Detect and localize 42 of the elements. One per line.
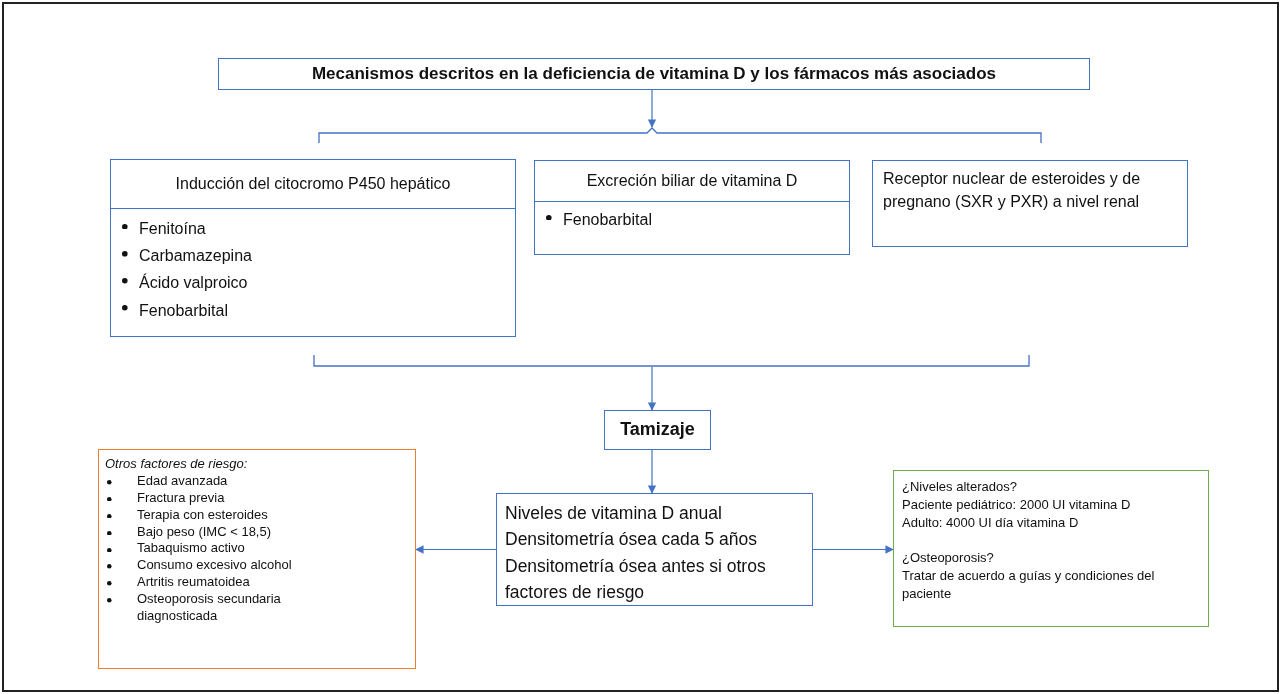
description: Receptor nuclear de esteroides y de pregnano (SXR y PXR) a nivel renal (883, 169, 1142, 213)
text-box (110, 159, 516, 337)
text-line: ¿Niveles alterados? (902, 478, 1018, 496)
heading: Tamizaje (619, 418, 696, 442)
text-box (604, 410, 711, 450)
text-line: Densitometría ósea antes si otros factores de riesgo (505, 554, 767, 604)
text-box (98, 449, 416, 669)
text-line: ¿Osteoporosis? (902, 548, 995, 567)
list-item: Edad avanzada (105, 472, 362, 490)
list-item: Consumo excesivo alcohol (105, 557, 362, 575)
text-line: Densitometría ósea cada 5 años (505, 528, 758, 552)
list-item: Ácido valproico (121, 269, 505, 297)
bracket (313, 355, 1030, 367)
heading: Inducción del citocromo P450 hepático (111, 160, 515, 209)
list-item: Fenitoína (121, 215, 505, 243)
arrow (647, 89, 657, 128)
text-line: Niveles de vitamina D anual (505, 502, 723, 525)
text-box (218, 58, 1090, 90)
list-item: Fenobarbital (545, 206, 839, 234)
text-box (872, 160, 1188, 247)
text-box (893, 470, 1209, 627)
arrow (647, 449, 657, 494)
list-item: Osteoporosis secundaria diagnosticada (105, 591, 362, 625)
arrow (812, 545, 894, 554)
text-box (496, 493, 813, 606)
text-line: Paciente pediátrico: 2000 UI vitamina D (902, 496, 1132, 515)
list-item: Fractura previa (105, 489, 362, 507)
list-heading: Otros factores de riesgo: (105, 456, 249, 473)
list-item: Terapia con esteroides (105, 506, 362, 524)
text-line: Tratar de acuerdo a guías y condiciones del paciente (902, 566, 1156, 603)
list-item: Fenobarbital (121, 296, 505, 324)
bracket (318, 127, 1042, 143)
text-box (534, 160, 850, 255)
heading: Excreción biliar de vitamina D (535, 161, 849, 202)
text-line: Adulto: 4000 UI día vitamina D (902, 514, 1080, 533)
heading: Mecanismos descritos en la deficiencia de vitamina D y los fármacos más asociados (310, 62, 998, 85)
list-item: Bajo peso (IMC < 18,5) (105, 523, 362, 541)
list-item: Carbamazepina (121, 242, 505, 270)
list-item: Artritis reumatoidea (105, 574, 362, 592)
arrow (647, 366, 657, 411)
list-item: Tabaquismo activo (105, 540, 362, 558)
arrow (415, 545, 497, 554)
